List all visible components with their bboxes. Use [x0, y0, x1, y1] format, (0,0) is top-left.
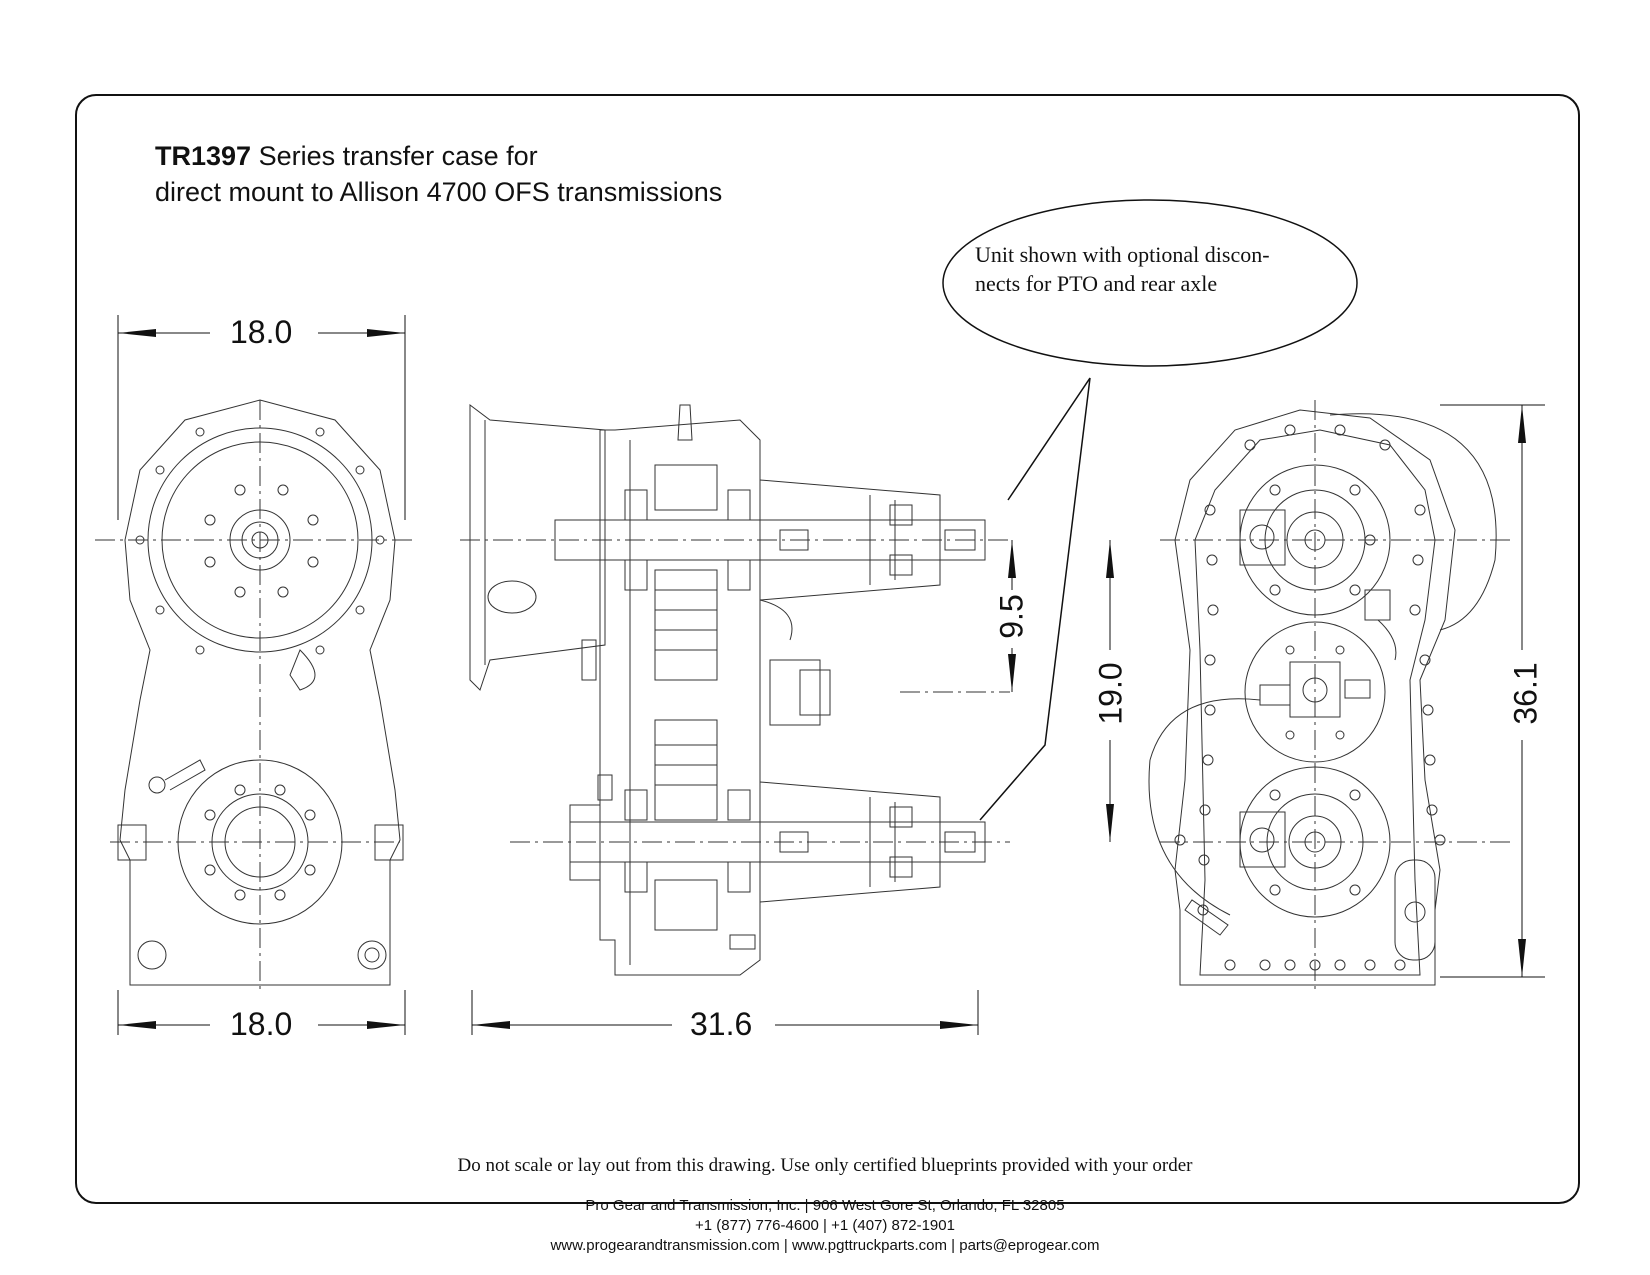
dimension-shaft-center: 19.0	[1092, 662, 1129, 725]
dimension-upper-offset: 9.5	[993, 594, 1030, 639]
callout-text: Unit shown with optional discon- nects f…	[975, 240, 1335, 298]
front-view	[95, 399, 415, 990]
dimension-front-bottom-width: 18.0	[230, 1006, 293, 1042]
title-line-2: direct mount to Allison 4700 OFS transmi…	[155, 177, 723, 207]
side-view	[460, 404, 1010, 976]
end-view	[1148, 400, 1510, 990]
callout-line-2: nects for PTO and rear axle	[975, 271, 1218, 296]
callout-bubble	[942, 199, 1358, 821]
footer-company: Pro Gear and Transmission, Inc. | 906 We…	[585, 1197, 1065, 1214]
dimension-side-length: 31.6	[690, 1006, 753, 1042]
callout-line-1: Unit shown with optional discon-	[975, 242, 1270, 267]
dimension-lines	[117, 315, 1545, 1035]
title-line-1: Series transfer case for	[251, 141, 538, 171]
footer-phones: +1 (877) 776-4600 | +1 (407) 872-1901	[695, 1217, 955, 1234]
model-number: TR1397	[155, 141, 252, 171]
drawing-border	[75, 94, 1580, 1204]
disclaimer-note: Do not scale or lay out from this drawin…	[457, 1155, 1193, 1176]
drawing-title: TR1397 Series transfer case for direct m…	[155, 138, 722, 210]
dimension-front-top-width: 18.0	[230, 314, 293, 350]
dimension-overall-height: 36.1	[1507, 662, 1544, 725]
footer-web: www.progearandtransmission.com | www.pgt…	[550, 1237, 1100, 1254]
